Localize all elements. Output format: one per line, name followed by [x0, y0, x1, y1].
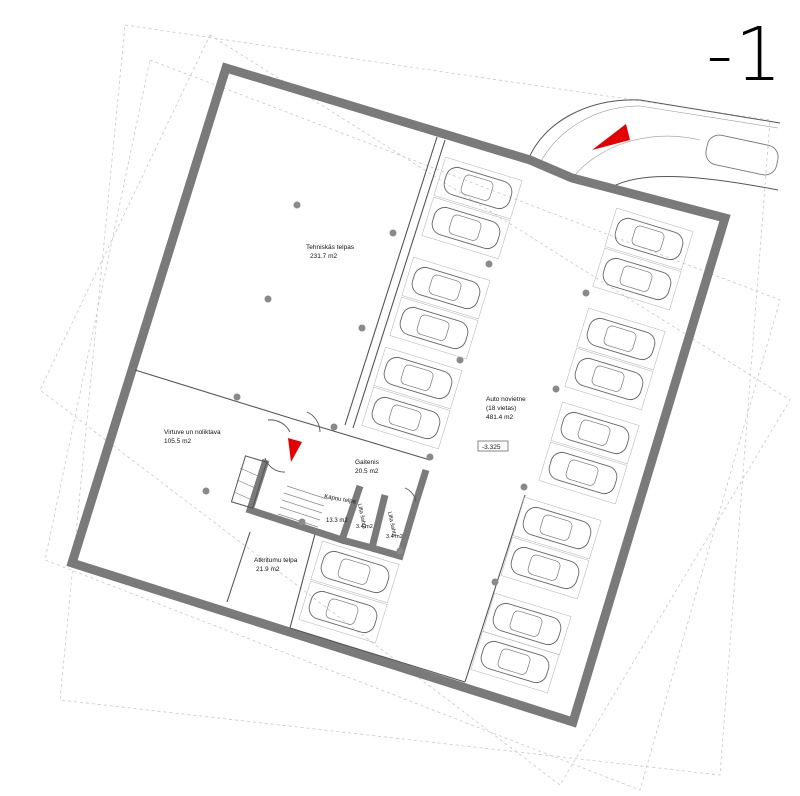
column: [293, 201, 301, 209]
building-core: [245, 458, 430, 561]
room-name-cloakroom: Virtuve un noliktava: [164, 429, 221, 436]
parked-car: [433, 156, 523, 220]
room-area-parking: 481.4 m2: [486, 414, 513, 421]
column: [485, 260, 493, 268]
column: [426, 453, 434, 461]
room-area-lift1: 3.4 m2: [356, 524, 373, 530]
outer-wall: [66, 62, 731, 728]
column: [330, 423, 338, 431]
parked-car: [564, 347, 654, 411]
column: [552, 385, 560, 393]
room-name-lift1: Lifta šahta: [356, 503, 367, 530]
column: [582, 289, 590, 297]
column: [202, 487, 210, 495]
shaft-grid: [230, 455, 268, 509]
parked-car: [470, 630, 560, 694]
ramp-car: [705, 134, 779, 176]
parked-car: [500, 536, 590, 600]
column: [520, 483, 528, 491]
parked-car: [421, 196, 511, 260]
upper-floor-outlines: [39, 24, 791, 791]
column: [264, 295, 272, 303]
room-name-stair: Kāpņu telpa: [324, 494, 357, 506]
doors: [264, 411, 417, 503]
stair-flight: [277, 485, 328, 528]
level-marker: -3.325: [477, 440, 509, 452]
parked-car: [604, 207, 694, 271]
room-area-cloakroom: 105.5 m2: [164, 438, 191, 445]
parked-car: [550, 401, 640, 465]
parked-car: [401, 256, 491, 320]
parked-car: [592, 247, 682, 311]
room-area-waste: 21.9 m2: [256, 566, 280, 573]
partition-lines: [134, 136, 526, 683]
parked-car: [298, 580, 388, 644]
column: [491, 578, 499, 586]
columns: [202, 201, 590, 586]
room-area-corridor: 20.5 m2: [355, 468, 379, 475]
parked-car: [538, 441, 628, 505]
room-area-lift2: 3.4 m2: [386, 534, 403, 540]
entry-arrow: [592, 124, 630, 150]
room-name-corridor: Gaitenis: [355, 459, 380, 466]
parked-car: [373, 346, 463, 410]
column: [389, 229, 397, 237]
floor-level-label: -1: [706, 12, 784, 98]
level-mark-text: -3.325: [482, 444, 501, 451]
parked-car: [361, 386, 451, 450]
room-name-lift2: Lifta šahta: [386, 511, 397, 538]
column: [396, 547, 404, 555]
parked-car: [310, 540, 400, 604]
room-name-waste: Atkritumu telpa: [254, 557, 298, 564]
room-capacity-parking: (18 vietas): [486, 405, 516, 412]
column: [358, 324, 366, 332]
parked-car: [512, 496, 602, 560]
parking-spaces: [298, 156, 694, 694]
column: [456, 356, 464, 364]
column: [298, 518, 306, 526]
column: [233, 393, 241, 401]
parked-car: [389, 296, 479, 360]
room-name-technical: Tehniskās telpas: [306, 244, 355, 251]
entry-arrow: [288, 438, 302, 462]
room-name-parking: Auto novietne: [486, 396, 526, 403]
parked-car: [482, 592, 572, 656]
room-area-technical: 231.7 m2: [310, 253, 337, 260]
entry-ramp: [527, 99, 781, 191]
parked-car: [576, 307, 666, 371]
room-area-stair: 13.3 m2: [326, 518, 348, 524]
